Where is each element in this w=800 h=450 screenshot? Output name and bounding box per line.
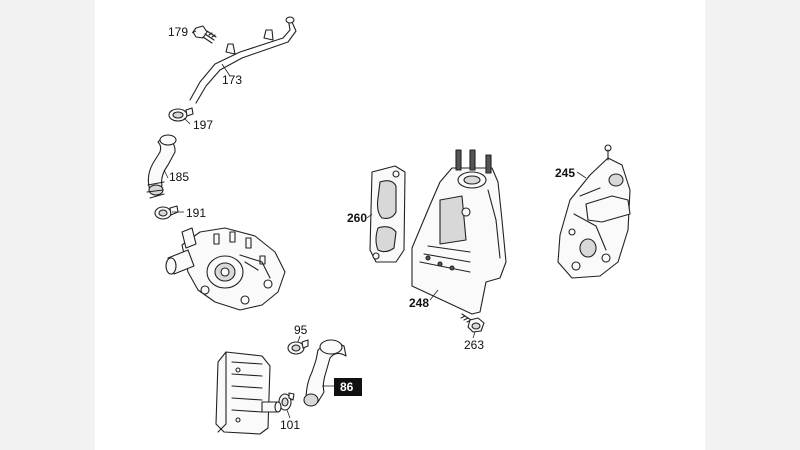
callout-173[interactable]: 173 — [222, 73, 243, 87]
part-101-clamp[interactable] — [278, 392, 295, 411]
callout-179[interactable]: 179 — [168, 25, 189, 39]
part-173-pipe[interactable] — [189, 16, 297, 104]
oil-cooler[interactable] — [215, 351, 282, 435]
part-260-gasket[interactable] — [369, 165, 406, 263]
part-245-cover[interactable] — [557, 144, 631, 279]
callout-86-highlighted[interactable]: 86 — [334, 378, 362, 396]
leader-lines — [163, 30, 587, 419]
callout-197[interactable]: 197 — [193, 118, 214, 132]
part-86-hose[interactable] — [303, 339, 347, 407]
callout-101[interactable]: 101 — [280, 418, 301, 432]
callout-245[interactable]: 245 — [555, 166, 576, 180]
callout-260[interactable]: 260 — [347, 211, 368, 225]
callout-191[interactable]: 191 — [186, 206, 207, 220]
part-263-bolt[interactable] — [460, 313, 485, 333]
callout-248[interactable]: 248 — [409, 296, 430, 310]
callout-95[interactable]: 95 — [294, 323, 308, 337]
part-95-clamp[interactable] — [287, 339, 309, 355]
water-pump[interactable] — [165, 227, 286, 311]
part-191-clamp[interactable] — [154, 205, 179, 220]
callout-263[interactable]: 263 — [464, 338, 485, 352]
part-185-hose[interactable] — [146, 134, 177, 199]
part-248-housing[interactable] — [411, 149, 507, 315]
part-179-bolt[interactable] — [192, 25, 217, 44]
callout-185[interactable]: 185 — [169, 170, 190, 184]
part-197-clamp[interactable] — [168, 107, 194, 122]
